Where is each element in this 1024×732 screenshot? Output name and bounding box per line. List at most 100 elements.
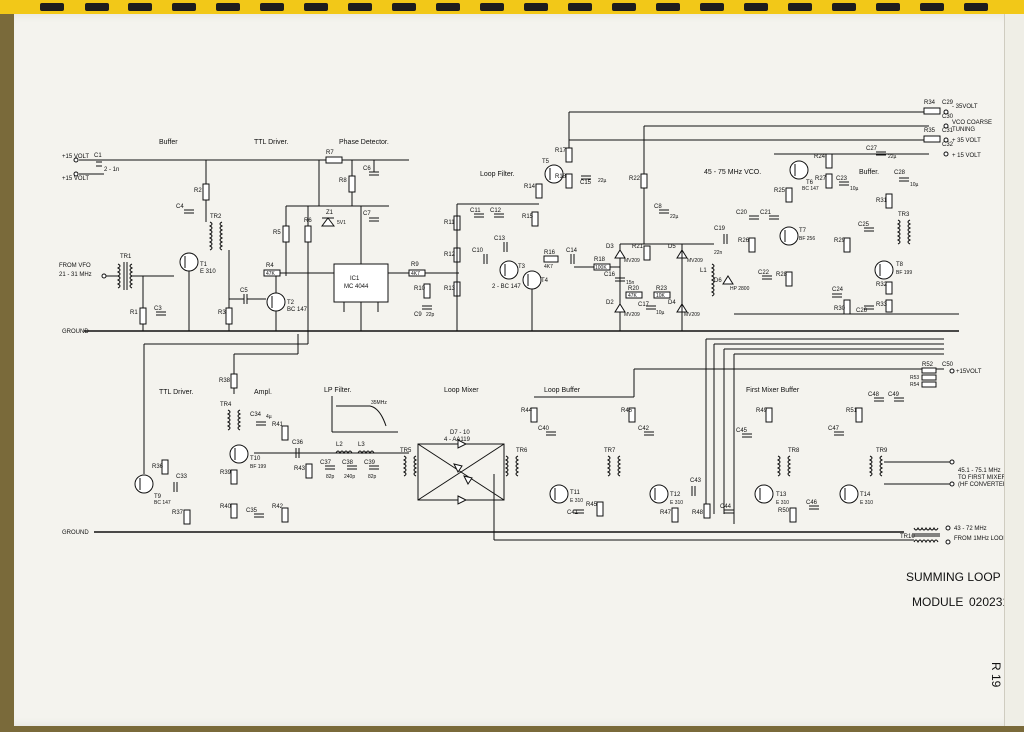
capacitor-c9: C9 22p [414, 305, 435, 318]
r53-label: R53 [910, 375, 919, 381]
transistor-t13: T13 E 310 [754, 484, 789, 506]
binding-tab [260, 3, 284, 11]
capacitor-c47: C47 [828, 426, 844, 436]
page-edge [1004, 14, 1024, 726]
t7-type: BF 256 [799, 236, 815, 242]
t6-type: BC 147 [802, 186, 819, 192]
binding-tab [128, 3, 152, 11]
resistor-r12: R12 [444, 247, 461, 263]
schematic-drawing: GROUND GROUND +15 VOLT +15 VOLT C1 2 - 1… [59, 100, 1009, 688]
r11-label: R11 [444, 220, 455, 226]
r43-label: R43 [294, 466, 306, 472]
c34-value: 4µ [266, 414, 272, 420]
transformer-tr8: TR8 [776, 448, 800, 477]
section-first-mixer-buffer: First Mixer Buffer [746, 387, 800, 394]
binding-tab [524, 3, 548, 11]
ic1-label: IC1 [350, 276, 360, 282]
resistor-r41: R41 [272, 422, 289, 441]
lp-cutoff-label: 35MHz [371, 400, 387, 406]
d3-label: D3 [606, 244, 614, 250]
c19-value: 22n [714, 250, 723, 256]
r17-label: R17 [555, 148, 567, 154]
supply-inputs-left: +15 VOLT +15 VOLT C1 2 - 1n [62, 153, 119, 182]
tr7-label: TR7 [604, 448, 616, 454]
vfo-freq-label: 21 - 31 MHz [59, 272, 92, 278]
t9-label: T9 [154, 494, 162, 500]
c14-label: C14 [566, 248, 578, 254]
section-lp-filter: LP Filter. [324, 387, 352, 394]
r48-label: R48 [692, 510, 704, 516]
ground-bottom-label: GROUND [62, 530, 89, 536]
c46-label: C46 [806, 500, 818, 506]
c39-value: 82p [368, 474, 377, 480]
section-ampl: Ampl. [254, 389, 272, 396]
capacitor-c15: C15 22µ [580, 175, 607, 186]
output-dest-label: TO FIRST MIXER [958, 475, 1006, 481]
vco-tuning-label: TUNING [952, 127, 975, 133]
c48-label: C48 [868, 392, 880, 398]
diode-d2: D2 MV209 [606, 300, 640, 318]
c28-value: 10µ [910, 182, 919, 188]
t7-label: T7 [799, 228, 807, 234]
title-block: SUMMING LOOP MODULE 020231 [906, 570, 1009, 609]
r52-label: R52 [922, 362, 934, 368]
r29-label: R29 [834, 238, 846, 244]
r18-value: 100K [595, 265, 607, 271]
r18b-label: R18 [594, 257, 606, 263]
capacitor-c6: C6 [363, 160, 379, 176]
tr1-label: TR1 [120, 254, 132, 260]
binding-tab [40, 3, 64, 11]
zener-z1: Z1 5V1 [321, 210, 346, 227]
r2-label: R2 [194, 188, 202, 194]
t13-label: T13 [776, 492, 787, 498]
d2-label: D2 [606, 300, 614, 306]
c43-label: C43 [690, 478, 702, 484]
r30-label: R30 [834, 306, 846, 312]
c37-value: 82p [326, 474, 335, 480]
diode-d4: D4 MV209 [668, 300, 700, 318]
capacitor-c27: C27 22µ [866, 146, 897, 160]
r24-label: R24 [814, 154, 826, 160]
resistor-r30: R30 [834, 299, 851, 315]
resistor-r4: R4 47K [263, 263, 334, 277]
resistor-r8: R8 [318, 160, 389, 207]
section-vco: 45 - 75 MHz VCO. [704, 169, 761, 176]
t14-type: E 310 [860, 500, 873, 506]
t5-label: T5 [542, 159, 550, 165]
t13-type: E 310 [776, 500, 789, 506]
page-reference: R 19 [989, 662, 1003, 688]
r1-label: R1 [130, 310, 138, 316]
r54-label: R54 [910, 382, 919, 388]
page-ref-label: R 19 [989, 662, 1003, 688]
resistor-r11: R11 [444, 215, 461, 231]
resistor-r15: R15 [522, 211, 539, 227]
section-loop-mixer: Loop Mixer [444, 387, 479, 394]
c13-label: C13 [494, 236, 506, 242]
section-phase-detector: Phase Detector. [339, 139, 389, 146]
tr8-label: TR8 [788, 448, 800, 454]
d3-type: MV209 [624, 258, 640, 264]
loop-input-freq-label: 43 - 72 MHz [954, 526, 987, 532]
t6-label: T6 [806, 180, 814, 186]
r28-label: R28 [776, 272, 788, 278]
capacitor-c19: C19 22n [714, 226, 728, 256]
transistor-t10: T10 BF 199 [229, 444, 266, 470]
c32-label: C32 [942, 142, 954, 148]
transistor-t1: T1 E 310 [179, 252, 216, 331]
transistor-t11: T11 E 310 [549, 484, 583, 504]
r45-label: R45 [586, 502, 598, 508]
transformer-tr2: TR2 [208, 214, 224, 251]
transistor-t2: T2 BC 147 [266, 276, 308, 331]
c15-value: 22µ [598, 178, 607, 184]
transistor-t4: T4 [522, 270, 549, 331]
c11-label: C11 [470, 208, 481, 214]
c15-label: C15 [580, 180, 592, 186]
t9-type: BC 147 [154, 500, 171, 506]
r5-label: R5 [273, 230, 281, 236]
r20-label: R20 [628, 286, 640, 292]
resistor-r19: R18 [555, 173, 573, 189]
transistor-t5: T5 [542, 159, 564, 184]
transformer-tr9: TR9 [868, 448, 888, 477]
supply-inputs-right: R34 C29 C30 R35 C31 C32 - 35VOLT VCO COA… [923, 100, 992, 159]
capacitor-c34: C34 4µ [250, 412, 272, 426]
